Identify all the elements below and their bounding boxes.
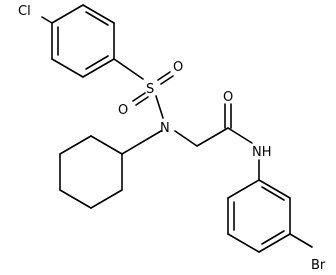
bond xyxy=(82,4,115,24)
chlorine-label: Cl xyxy=(18,4,31,19)
n-ch2-bond xyxy=(174,130,198,147)
amide-nh-label: NH xyxy=(252,145,272,160)
s-n-bond xyxy=(155,95,164,119)
bond xyxy=(258,179,291,199)
oxygen-label-bottom: O xyxy=(118,103,128,118)
double-bond-inner xyxy=(85,55,109,70)
bond xyxy=(82,58,115,78)
bromophenyl-ring xyxy=(227,179,291,253)
n-cyclohexyl-bond xyxy=(121,130,162,155)
cyclohexyl-ring xyxy=(59,135,123,209)
oxygen-label-top: O xyxy=(173,60,183,75)
bromine-label: Br xyxy=(311,258,326,273)
c-s-bond xyxy=(113,58,144,80)
carbonyl-oxygen-label: O xyxy=(223,90,233,105)
double-bond-inner xyxy=(261,230,285,245)
nitrogen-label: N xyxy=(160,121,170,136)
double-bond-inner xyxy=(261,186,285,201)
bond xyxy=(51,4,84,24)
s-o-double-bond xyxy=(160,75,174,85)
c-br-bond xyxy=(289,233,313,248)
bond xyxy=(90,189,123,209)
c-cl-bond xyxy=(41,16,53,24)
bond xyxy=(227,179,260,199)
chlorophenyl-ring xyxy=(51,4,115,78)
bond xyxy=(51,58,84,78)
s-o-double-bond xyxy=(135,96,149,106)
s-o-double-bond xyxy=(157,71,171,81)
bond xyxy=(59,135,92,155)
c-nh-bond xyxy=(227,127,253,144)
bond xyxy=(59,189,92,209)
bond xyxy=(258,233,291,253)
double-bond-inner xyxy=(85,11,109,26)
s-o-double-bond xyxy=(132,92,146,102)
bond xyxy=(227,233,260,253)
ch2-carbonyl-bond xyxy=(196,127,229,147)
bond xyxy=(90,135,123,155)
sulfur-label: S xyxy=(146,82,154,97)
